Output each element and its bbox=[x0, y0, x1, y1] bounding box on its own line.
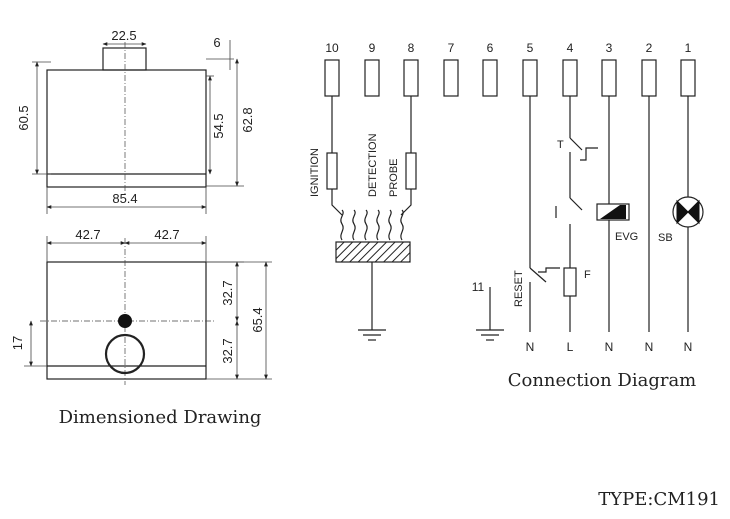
dim-inner-height: 54.5 bbox=[211, 113, 226, 138]
terminal-number-2: 2 bbox=[646, 41, 653, 55]
bottom-label-5: N bbox=[526, 340, 535, 354]
top-view-outline bbox=[46, 69, 207, 188]
label-t: T bbox=[557, 139, 564, 151]
terminal-block-10 bbox=[324, 59, 340, 97]
fuse-f bbox=[563, 267, 577, 297]
line-circuit: T F bbox=[555, 96, 598, 332]
dim-total-height: 65.4 bbox=[250, 307, 265, 332]
bottom-label-1: N bbox=[684, 340, 693, 354]
terminal-number-6: 6 bbox=[487, 41, 494, 55]
bottom-view: 42.7 42.7 17 32.7 32.7 65.4 bbox=[10, 227, 272, 385]
label-detection: DETECTION bbox=[367, 133, 379, 197]
ignition-resistor bbox=[326, 152, 338, 190]
label-ignition: IGNITION bbox=[309, 148, 321, 197]
reset-actuator bbox=[538, 267, 560, 273]
terminal-block-1 bbox=[680, 59, 696, 97]
dim-half-left: 42.7 bbox=[75, 227, 100, 242]
terminal-number-10: 10 bbox=[325, 41, 339, 55]
thermostat-contact bbox=[569, 137, 583, 151]
terminal-number-5: 5 bbox=[527, 41, 534, 55]
flame-icon bbox=[340, 209, 404, 241]
terminal-number-11: 11 bbox=[472, 280, 485, 294]
thermostat-actuator bbox=[580, 147, 598, 161]
burner-icon bbox=[335, 241, 411, 263]
dim-half-right: 42.7 bbox=[154, 227, 179, 242]
dim-tab-height: 6 bbox=[213, 35, 220, 50]
terminal-block-3 bbox=[601, 59, 617, 97]
terminal-block-7 bbox=[443, 59, 459, 97]
dim-width: 85.4 bbox=[112, 191, 137, 206]
bottom-label-4: L bbox=[567, 340, 574, 354]
dim-left-height: 60.5 bbox=[16, 105, 31, 130]
bottom-view-outline bbox=[46, 261, 207, 380]
top-view: 22.5 6 60.5 54.5 62.8 85.4 bbox=[16, 28, 255, 214]
main-switch-contact bbox=[569, 197, 583, 211]
terminal-number-1: 1 bbox=[685, 41, 692, 55]
terminal-block-4 bbox=[562, 59, 578, 97]
label-f: F bbox=[584, 269, 591, 281]
dim-lower-half: 32.7 bbox=[220, 338, 235, 363]
terminal-number-4: 4 bbox=[567, 41, 574, 55]
bottom-label-3: N bbox=[605, 340, 614, 354]
ignition-circuit: IGNITION bbox=[309, 96, 343, 216]
evg-valve-fill bbox=[600, 205, 626, 219]
type-label: TYPE:CM191 bbox=[598, 489, 720, 510]
terminal-block-8 bbox=[403, 59, 419, 97]
ground-icon-11 bbox=[476, 329, 504, 341]
dim-upper-half: 32.7 bbox=[220, 280, 235, 305]
detection-lead bbox=[400, 189, 412, 216]
ground-icon-burner bbox=[358, 329, 386, 341]
terminal-number-3: 3 bbox=[606, 41, 613, 55]
detection-circuit: DETECTION PROBE bbox=[367, 96, 417, 216]
terminal-number-7: 7 bbox=[448, 41, 455, 55]
terminal-block-9 bbox=[364, 59, 380, 97]
terminal-block-2 bbox=[641, 59, 657, 97]
reset-contact bbox=[529, 267, 547, 283]
terminal-blocks bbox=[324, 59, 696, 97]
dim-tab-width: 22.5 bbox=[111, 28, 136, 43]
terminal-number-9: 9 bbox=[369, 41, 376, 55]
mounting-hole bbox=[118, 314, 132, 328]
top-view-tab bbox=[102, 47, 147, 71]
label-evg: EVG bbox=[615, 231, 638, 243]
terminal-block-6 bbox=[482, 59, 498, 97]
evg-circuit: EVG bbox=[596, 96, 638, 332]
terminal-number-8: 8 bbox=[408, 41, 415, 55]
label-sb: SB bbox=[658, 232, 673, 244]
detection-resistor bbox=[405, 152, 417, 190]
reset-circuit: RESET bbox=[513, 96, 560, 332]
terminal-block-5 bbox=[522, 59, 538, 97]
sb-circuit: SB bbox=[658, 96, 704, 332]
sb-lamp-cross bbox=[676, 199, 700, 225]
connection-diagram: 10 9 8 7 6 5 4 3 2 1 IGNITION bbox=[309, 41, 704, 354]
cable-entry-hole bbox=[104, 333, 146, 375]
caption-dimensioned-drawing: Dimensioned Drawing bbox=[59, 407, 262, 428]
evg-valve bbox=[596, 203, 630, 221]
bottom-label-2: N bbox=[645, 340, 654, 354]
ignition-lead bbox=[331, 189, 343, 216]
dim-outer-height: 62.8 bbox=[240, 107, 255, 132]
label-reset: RESET bbox=[513, 270, 525, 307]
dim-offset: 17 bbox=[10, 336, 25, 350]
caption-connection-diagram: Connection Diagram bbox=[508, 370, 697, 391]
label-probe: PROBE bbox=[388, 158, 400, 197]
